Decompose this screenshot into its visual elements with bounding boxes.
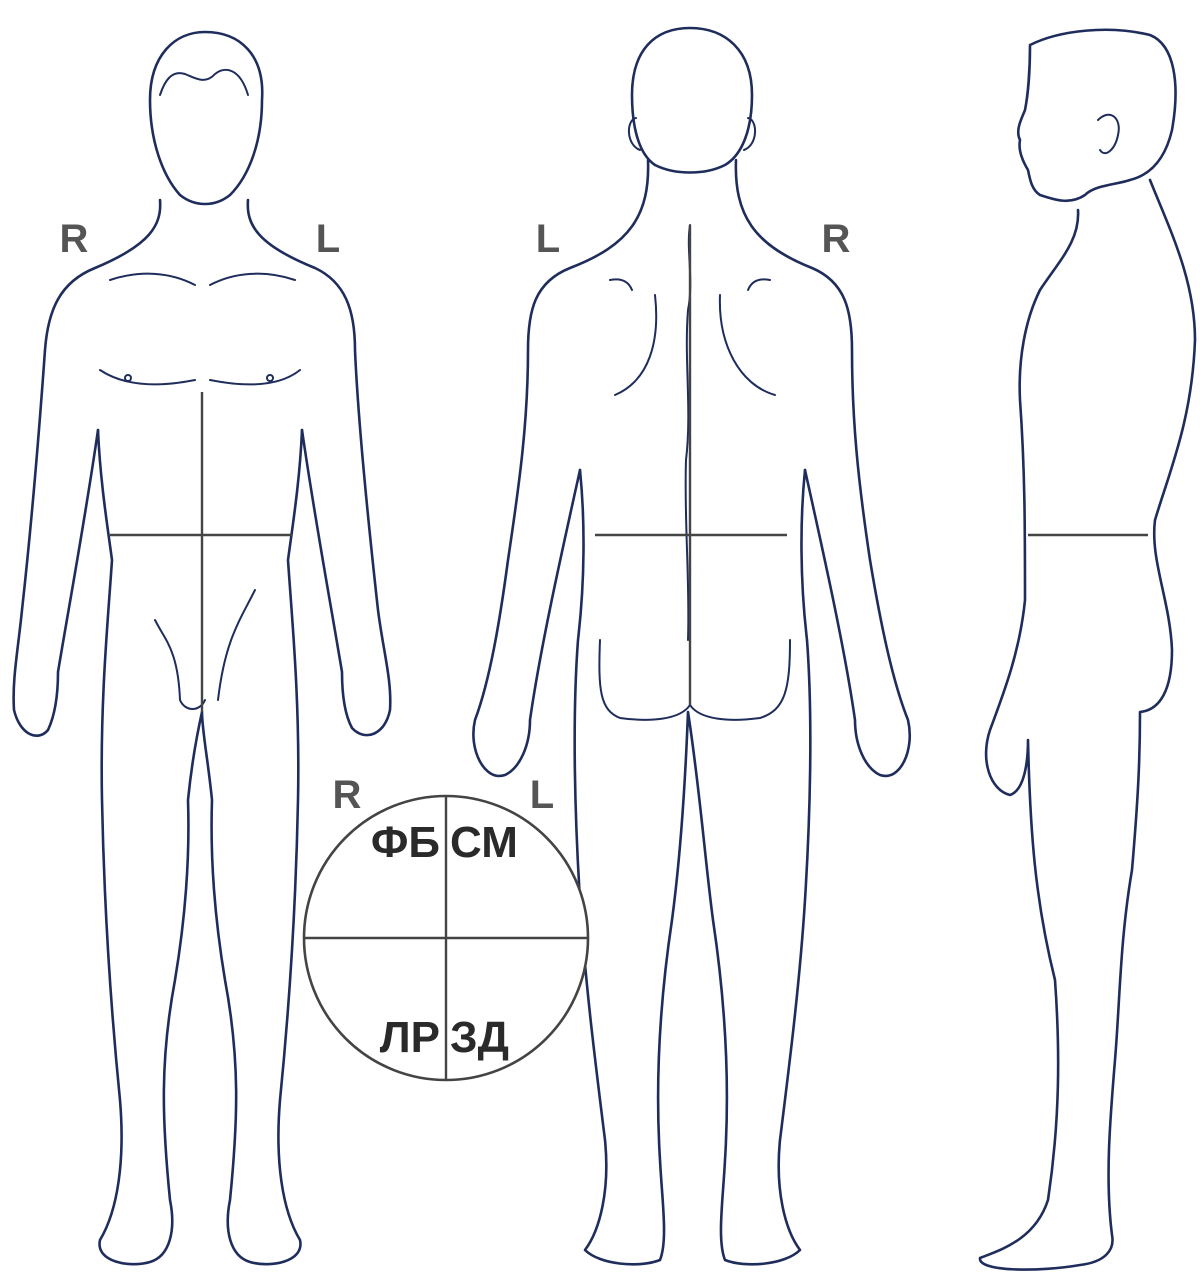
quadrant-bottom-right-label: ЗД xyxy=(450,1013,509,1062)
back-figure xyxy=(472,26,911,1266)
front-figure xyxy=(12,30,392,1266)
front-nipple-right xyxy=(124,374,132,382)
quadrant-side-right-label: L xyxy=(530,773,554,817)
front-groin xyxy=(154,589,256,710)
side-body-outline xyxy=(978,178,1197,1271)
front-nipple-left xyxy=(266,374,274,382)
side-head xyxy=(1016,28,1177,203)
quadrant-key: ФБ СМ ЛР ЗД R L xyxy=(302,773,590,1082)
back-shoulder-blades xyxy=(609,278,776,396)
back-ears xyxy=(628,117,756,151)
quadrant-top-left-label: ФБ xyxy=(371,818,440,867)
back-head xyxy=(630,26,754,174)
front-head xyxy=(148,30,264,206)
quadrant-bottom-left-label: ЛР xyxy=(380,1013,440,1062)
back-torso-outline xyxy=(472,158,911,778)
front-hairline xyxy=(159,69,249,96)
side-figure xyxy=(978,28,1197,1271)
back-buttocks xyxy=(598,639,791,721)
front-right-side-label: R xyxy=(60,217,89,261)
quadrant-side-left-label: R xyxy=(333,773,362,817)
back-left-side-label: L xyxy=(536,217,560,261)
front-torso-outline xyxy=(12,198,392,737)
quadrant-top-right-label: СМ xyxy=(450,818,518,867)
side-ear xyxy=(1097,113,1120,155)
back-legs-outline xyxy=(573,468,812,1266)
front-chest-lines xyxy=(99,272,301,386)
back-right-side-label: R xyxy=(822,217,851,261)
front-legs-outline xyxy=(96,428,304,1266)
front-left-side-label: L xyxy=(316,217,340,261)
